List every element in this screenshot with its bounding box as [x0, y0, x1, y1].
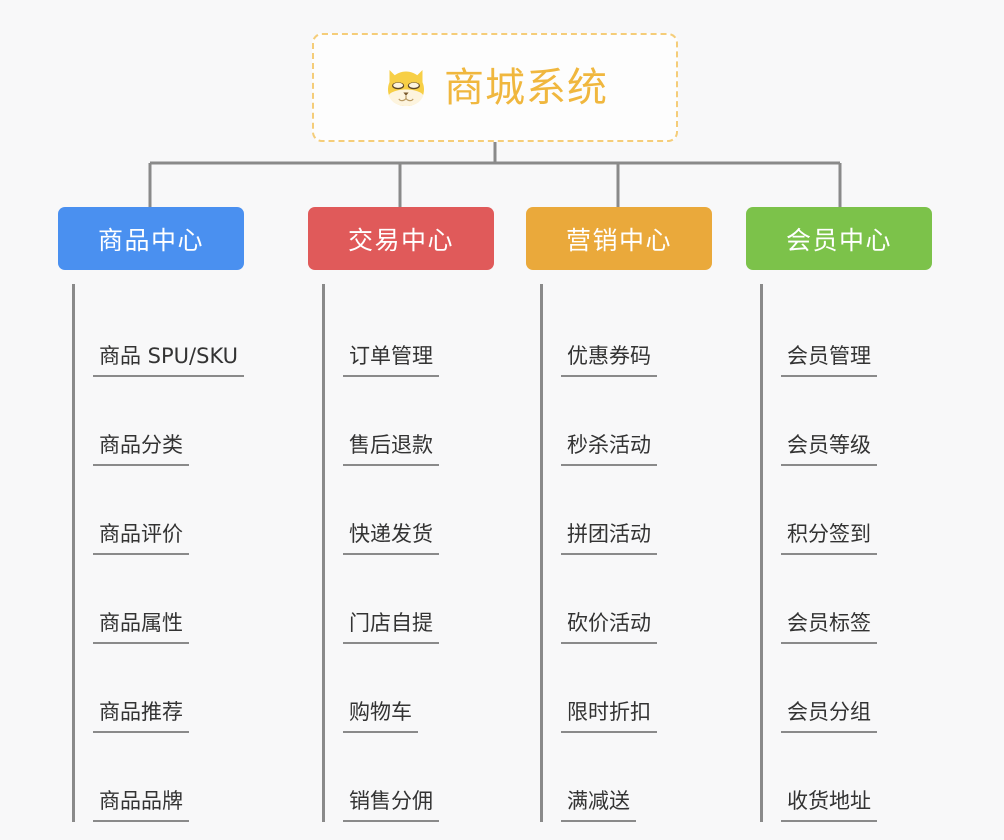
root-node[interactable]: 商城系统: [312, 33, 678, 142]
leaf-label: 会员分组: [781, 700, 877, 733]
leaf-item[interactable]: 会员标签: [761, 555, 932, 644]
category-header-product-center[interactable]: 商品中心: [58, 207, 244, 270]
category-header-member-center[interactable]: 会员中心: [746, 207, 932, 270]
leaf-label: 门店自提: [343, 611, 439, 644]
leaf-item[interactable]: 会员等级: [761, 377, 932, 466]
leaf-label: 秒杀活动: [561, 433, 657, 466]
leaf-item[interactable]: 商品分类: [73, 377, 244, 466]
leaf-label: 商品属性: [93, 611, 189, 644]
leaf-item[interactable]: 积分签到: [761, 466, 932, 555]
category-header-trade-center[interactable]: 交易中心: [308, 207, 494, 270]
leaf-label: 拼团活动: [561, 522, 657, 555]
leaf-label: 收货地址: [781, 789, 877, 822]
leaf-item[interactable]: 拼团活动: [541, 466, 712, 555]
leaf-spine: [540, 284, 543, 822]
leaf-item[interactable]: 商品评价: [73, 466, 244, 555]
leaf-label: 销售分佣: [343, 789, 439, 822]
leaf-item[interactable]: 商品推荐: [73, 644, 244, 733]
leaf-item[interactable]: 销售分佣: [323, 733, 494, 822]
leaf-item[interactable]: 优惠券码: [541, 288, 712, 377]
category-column-product-center: 商品中心 商品 SPU/SKU 商品分类 商品评价 商品属性 商品推荐 商品品牌: [58, 207, 245, 822]
leaf-label: 满减送: [561, 789, 636, 822]
leaf-label: 限时折扣: [561, 700, 657, 733]
leaf-item[interactable]: 购物车: [323, 644, 494, 733]
leaf-item[interactable]: 商品品牌: [73, 733, 244, 822]
category-header-marketing-center[interactable]: 营销中心: [526, 207, 712, 270]
leaf-label: 商品 SPU/SKU: [93, 344, 245, 377]
leaf-spine: [72, 284, 75, 822]
leaf-item[interactable]: 收货地址: [761, 733, 932, 822]
leaf-label: 商品分类: [93, 433, 189, 466]
leaf-item[interactable]: 售后退款: [323, 377, 494, 466]
leaf-item[interactable]: 门店自提: [323, 555, 494, 644]
leaf-item[interactable]: 秒杀活动: [541, 377, 712, 466]
leaf-spine: [760, 284, 763, 822]
leaf-label: 购物车: [343, 700, 418, 733]
category-column-member-center: 会员中心 会员管理 会员等级 积分签到 会员标签 会员分组 收货地址: [746, 207, 932, 822]
leaf-item[interactable]: 满减送: [541, 733, 712, 822]
leaf-list-trade-center: 订单管理 售后退款 快递发货 门店自提 购物车 销售分佣: [308, 284, 494, 822]
leaf-label: 会员标签: [781, 611, 877, 644]
leaf-item[interactable]: 限时折扣: [541, 644, 712, 733]
category-columns: 商品中心 商品 SPU/SKU 商品分类 商品评价 商品属性 商品推荐 商品品牌…: [0, 207, 1004, 840]
root-title: 商城系统: [444, 64, 608, 111]
leaf-list-product-center: 商品 SPU/SKU 商品分类 商品评价 商品属性 商品推荐 商品品牌: [58, 284, 245, 822]
leaf-label: 商品推荐: [93, 700, 189, 733]
leaf-list-marketing-center: 优惠券码 秒杀活动 拼团活动 砍价活动 限时折扣 满减送: [526, 284, 712, 822]
leaf-label: 快递发货: [343, 522, 439, 555]
leaf-item[interactable]: 砍价活动: [541, 555, 712, 644]
leaf-label: 积分签到: [781, 522, 877, 555]
leaf-item[interactable]: 会员分组: [761, 644, 932, 733]
leaf-label: 商品品牌: [93, 789, 189, 822]
leaf-item[interactable]: 商品 SPU/SKU: [73, 288, 245, 377]
leaf-label: 商品评价: [93, 522, 189, 555]
leaf-item[interactable]: 订单管理: [323, 288, 494, 377]
leaf-item[interactable]: 会员管理: [761, 288, 932, 377]
leaf-label: 会员管理: [781, 344, 877, 377]
leaf-label: 售后退款: [343, 433, 439, 466]
leaf-label: 优惠券码: [561, 344, 657, 377]
category-column-marketing-center: 营销中心 优惠券码 秒杀活动 拼团活动 砍价活动 限时折扣 满减送: [526, 207, 712, 822]
leaf-label: 订单管理: [343, 344, 439, 377]
leaf-label: 会员等级: [781, 433, 877, 466]
leaf-item[interactable]: 快递发货: [323, 466, 494, 555]
leaf-list-member-center: 会员管理 会员等级 积分签到 会员标签 会员分组 收货地址: [746, 284, 932, 822]
leaf-spine: [322, 284, 325, 822]
leaf-label: 砍价活动: [561, 611, 657, 644]
leaf-item[interactable]: 商品属性: [73, 555, 244, 644]
shiba-dog-emoji-icon: [388, 69, 424, 106]
category-column-trade-center: 交易中心 订单管理 售后退款 快递发货 门店自提 购物车 销售分佣: [308, 207, 494, 822]
